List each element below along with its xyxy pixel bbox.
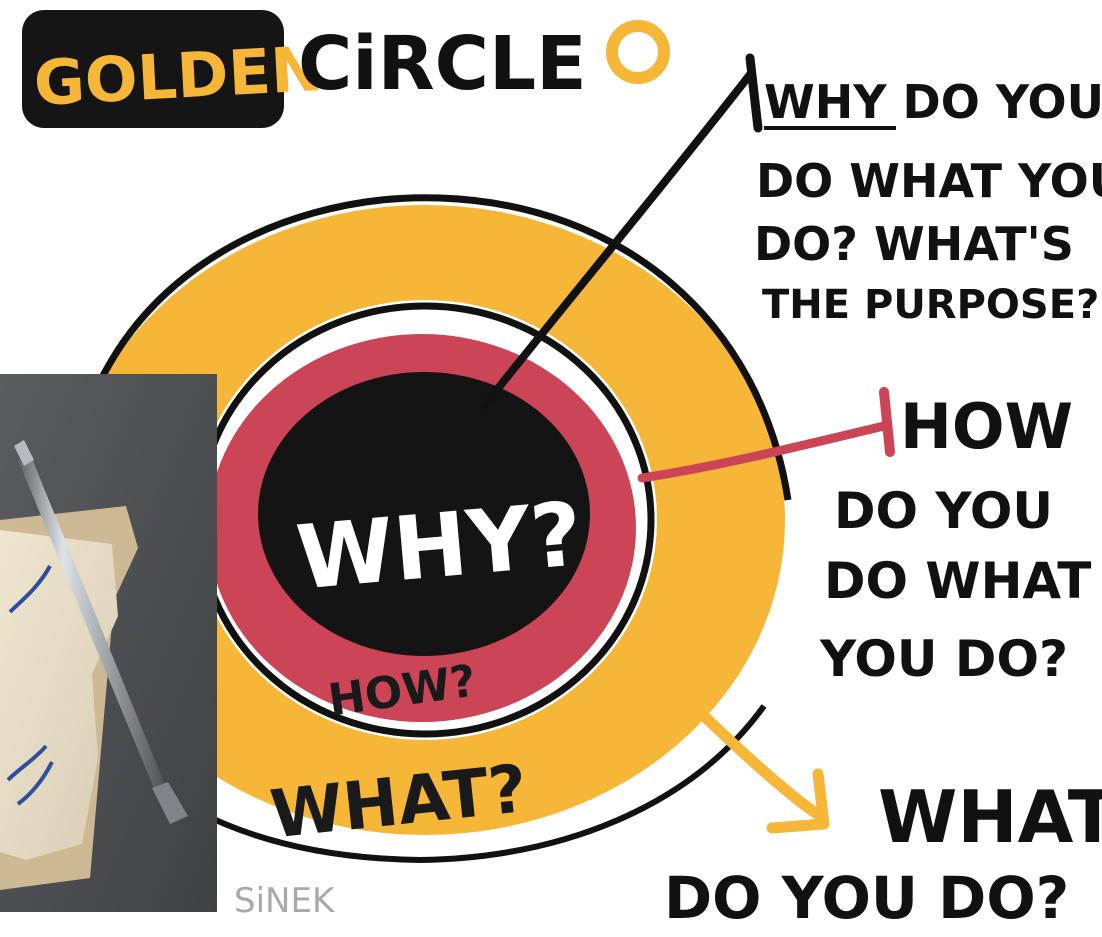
what-annotation-line-1: WHAT — [878, 775, 1102, 859]
title-circle-icon — [606, 20, 670, 84]
why-annotation-line-4: THE PURPOSE? — [762, 282, 1099, 328]
how-annotation-line-3: DO WHAT — [824, 552, 1091, 610]
why-leader-bar — [745, 53, 763, 133]
handwriting-mark-2 — [6, 744, 48, 782]
what-annotation-line-2: DO YOU DO? — [664, 864, 1069, 932]
how-annotation-line-4: YOU DO? — [819, 630, 1068, 688]
what-leader-line — [698, 710, 826, 822]
how-leader-line — [637, 421, 889, 483]
what-arrow-head — [766, 768, 830, 834]
pen-cap-end — [152, 782, 188, 824]
pen-and-paper-image — [0, 374, 217, 912]
inset-photo — [0, 374, 217, 912]
how-leader-bar — [879, 387, 895, 457]
center-why-label: WHY? — [293, 482, 586, 609]
why-annotation-line-2: DO WHAT YOU — [756, 154, 1102, 208]
inner-black-circle — [258, 372, 590, 656]
why-annotation-line-1: WHY DO YOU — [764, 75, 1102, 129]
title-circle: CiRCLE — [298, 21, 587, 107]
title-black-box — [22, 10, 284, 128]
handwriting-mark-1 — [8, 565, 52, 614]
pen-body — [18, 454, 168, 798]
outer-ring-outline — [62, 194, 792, 523]
why-leader-line — [480, 68, 756, 410]
credit-signature: SiNEK — [234, 881, 336, 921]
how-annotation-line-1: HOW — [900, 390, 1073, 463]
why-annotation-line-3: DO? WHAT'S — [754, 217, 1074, 271]
how-annotation-line-2: DO YOU — [834, 482, 1053, 540]
pen-tip — [14, 440, 34, 466]
handwriting-mark-3 — [16, 761, 54, 806]
title-golden: GOLDEN — [32, 32, 324, 120]
